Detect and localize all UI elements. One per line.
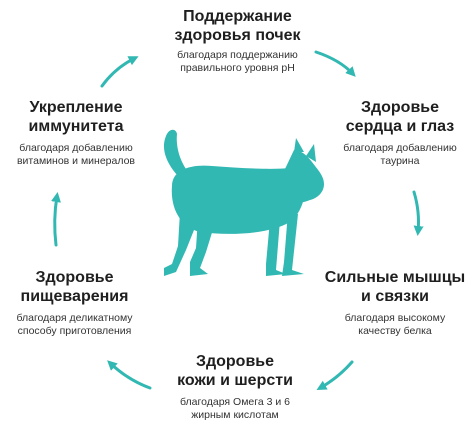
benefit-subtitle-line: благодаря Омега 3 и 6 [180, 396, 290, 408]
benefit-subtitle-line: таурина [380, 155, 420, 167]
benefit-heart-eyes: Здоровье сердца и глаз благодаря добавле… [330, 98, 470, 168]
arrow-left-up [51, 192, 61, 247]
benefit-title: Здоровье пищеварения [2, 268, 147, 306]
benefit-immunity: Укрепление иммунитета благодаря добавлен… [2, 98, 150, 168]
benefit-subtitle-line: правильного уровня pH [180, 62, 295, 74]
benefit-title-line: здоровья почек [174, 27, 301, 44]
benefit-title-line: Здоровье [35, 269, 114, 286]
benefit-title-line: Поддержание [183, 8, 292, 25]
arrow-top-left [100, 56, 139, 88]
benefit-subtitle-line: способу приготовления [17, 325, 132, 337]
benefit-title-line: Сильные мышцы [324, 269, 466, 286]
benefit-title: Укрепление иммунитета [2, 98, 150, 136]
benefit-subtitle-line: благодаря высокому [344, 312, 446, 324]
benefit-subtitle: благодаря Омега 3 и 6 жирным кислотам [165, 396, 305, 422]
benefit-title-line: сердца и глаз [345, 118, 455, 135]
benefit-subtitle-line: качеству белка [358, 325, 432, 337]
benefit-subtitle-line: витаминов и минералов [16, 155, 136, 167]
benefit-title: Поддержание здоровья почек [150, 7, 325, 45]
benefit-muscles-ligaments: Сильные мышцы и связки благодаря высоком… [320, 268, 470, 338]
benefit-subtitle-line: благодаря добавлению [343, 142, 457, 154]
benefit-kidney-health: Поддержание здоровья почек благодаря под… [150, 7, 325, 75]
benefit-subtitle-line: жирным кислотам [191, 409, 279, 421]
benefit-subtitle: благодаря поддержанию правильного уровня… [150, 49, 325, 75]
benefit-skin-coat: Здоровье кожи и шерсти благодаря Омега 3… [165, 352, 305, 422]
benefit-title-line: кожи и шерсти [177, 372, 293, 389]
arrow-right-down [412, 190, 424, 236]
benefit-title-line: иммунитета [28, 118, 124, 135]
benefit-subtitle-line: благодаря добавлению [19, 142, 133, 154]
benefit-title: Здоровье сердца и глаз [330, 98, 470, 136]
benefit-title-line: и связки [361, 288, 429, 305]
arrow-bottom-left [107, 360, 152, 390]
benefit-subtitle: благодаря деликатному способу приготовле… [2, 312, 147, 338]
benefit-title-line: Здоровье [360, 99, 440, 116]
benefit-subtitle-line: благодаря деликатному [16, 312, 133, 324]
cat-silhouette-icon [163, 129, 324, 276]
benefit-title: Здоровье кожи и шерсти [165, 352, 305, 390]
benefit-title-line: Укрепление [29, 99, 123, 116]
benefit-title-line: Здоровье [195, 353, 275, 370]
benefit-digestion: Здоровье пищеварения благодаря деликатно… [2, 268, 147, 338]
arrow-bottom-right [316, 360, 354, 390]
benefit-title: Сильные мышцы и связки [320, 268, 470, 306]
benefit-subtitle: благодаря добавлению витаминов и минерал… [2, 142, 150, 168]
arrow-top-right [314, 50, 356, 77]
benefit-subtitle: благодаря добавлению таурина [330, 142, 470, 168]
benefit-subtitle: благодаря высокому качеству белка [320, 312, 470, 338]
benefit-title-line: пищеварения [20, 288, 129, 305]
benefit-subtitle-line: благодаря поддержанию [177, 49, 298, 61]
